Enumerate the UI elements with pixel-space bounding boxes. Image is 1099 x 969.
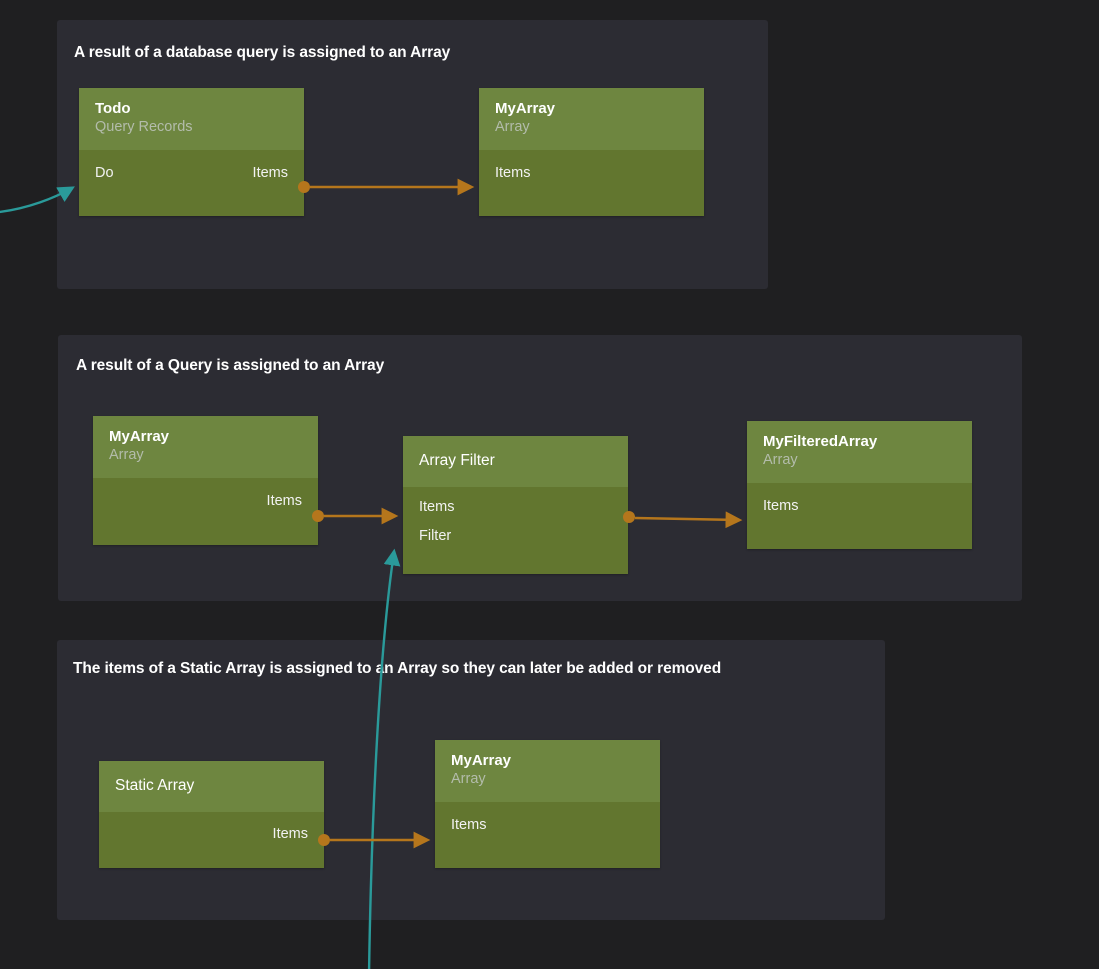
node-myarray-3[interactable]: MyArray Array Items [435, 740, 660, 868]
panel-query-array-title: A result of a Query is assigned to an Ar… [76, 357, 385, 374]
node-todo-port-row: Do Items [79, 159, 304, 186]
node-myfilteredarray-title: MyFilteredArray [763, 433, 878, 450]
node-myarray-2-title: MyArray [109, 428, 170, 445]
node-myfilteredarray-header: MyFilteredArray Array [747, 421, 972, 484]
port-myarray-3-items-label[interactable]: Items [451, 816, 487, 833]
node-myfilteredarray[interactable]: MyFilteredArray Array Items [747, 421, 972, 549]
node-myarray-2-header: MyArray Array [93, 416, 318, 479]
node-myarray-1-header: MyArray Array [479, 88, 704, 151]
node-array-filter-title: Array Filter [419, 452, 495, 469]
node-myarray-2-body: Items [93, 478, 318, 527]
node-todo-title: Todo [95, 100, 131, 117]
node-myarray-3-port-row: Items [435, 811, 660, 838]
panel-static-array-title: The items of a Static Array is assigned … [73, 660, 722, 677]
port-myarray-2-items-label[interactable]: Items [266, 492, 302, 509]
node-todo-subtitle: Query Records [95, 119, 193, 136]
port-array-filter-items-label[interactable]: Items [419, 499, 455, 516]
node-static-array-title: Static Array [115, 777, 195, 794]
node-todo[interactable]: Todo Query Records Do Items [79, 88, 304, 216]
node-myarray-2[interactable]: MyArray Array Items [93, 416, 318, 545]
node-myarray-3-header: MyArray Array [435, 740, 660, 803]
node-myarray-1-subtitle: Array [495, 119, 530, 136]
port-myfilteredarray-items-label[interactable]: Items [763, 497, 799, 514]
port-todo-do-label[interactable]: Do [95, 164, 114, 181]
node-myfilteredarray-body: Items [747, 483, 972, 532]
node-myarray-3-body: Items [435, 802, 660, 851]
node-myarray-1-port-row: Items [479, 159, 704, 186]
panel-database-query-title: A result of a database query is assigned… [74, 44, 451, 61]
node-array-filter-body: Items Filter [403, 486, 628, 561]
node-static-array-header: Static Array [99, 761, 324, 812]
node-myarray-3-title: MyArray [451, 752, 512, 769]
node-myarray-1-title: MyArray [495, 100, 556, 117]
node-myarray-2-port-row: Items [93, 487, 318, 514]
node-array-filter-port-items: Items [403, 494, 628, 521]
node-array-filter-port-filter: Filter [403, 521, 628, 551]
port-static-array-items-label[interactable]: Items [272, 826, 308, 843]
port-todo-items-label[interactable]: Items [252, 164, 288, 181]
node-myarray-1[interactable]: MyArray Array Items [479, 88, 704, 216]
node-myarray-1-body: Items [479, 150, 704, 199]
port-myarray-1-items-label[interactable]: Items [495, 164, 531, 181]
node-todo-body: Do Items [79, 150, 304, 199]
node-static-array-body: Items [99, 811, 324, 860]
node-myfilteredarray-subtitle: Array [763, 452, 798, 469]
node-myarray-3-subtitle: Array [451, 771, 486, 788]
port-array-filter-filter-label[interactable]: Filter [419, 527, 452, 544]
node-myarray-2-subtitle: Array [109, 447, 144, 464]
node-myfilteredarray-port-row: Items [747, 492, 972, 519]
node-todo-header: Todo Query Records [79, 88, 304, 151]
node-static-array-port-row: Items [99, 821, 324, 848]
node-array-filter[interactable]: Array Filter Items Filter [403, 436, 628, 574]
node-array-filter-header: Array Filter [403, 436, 628, 487]
node-static-array[interactable]: Static Array Items [99, 761, 324, 868]
